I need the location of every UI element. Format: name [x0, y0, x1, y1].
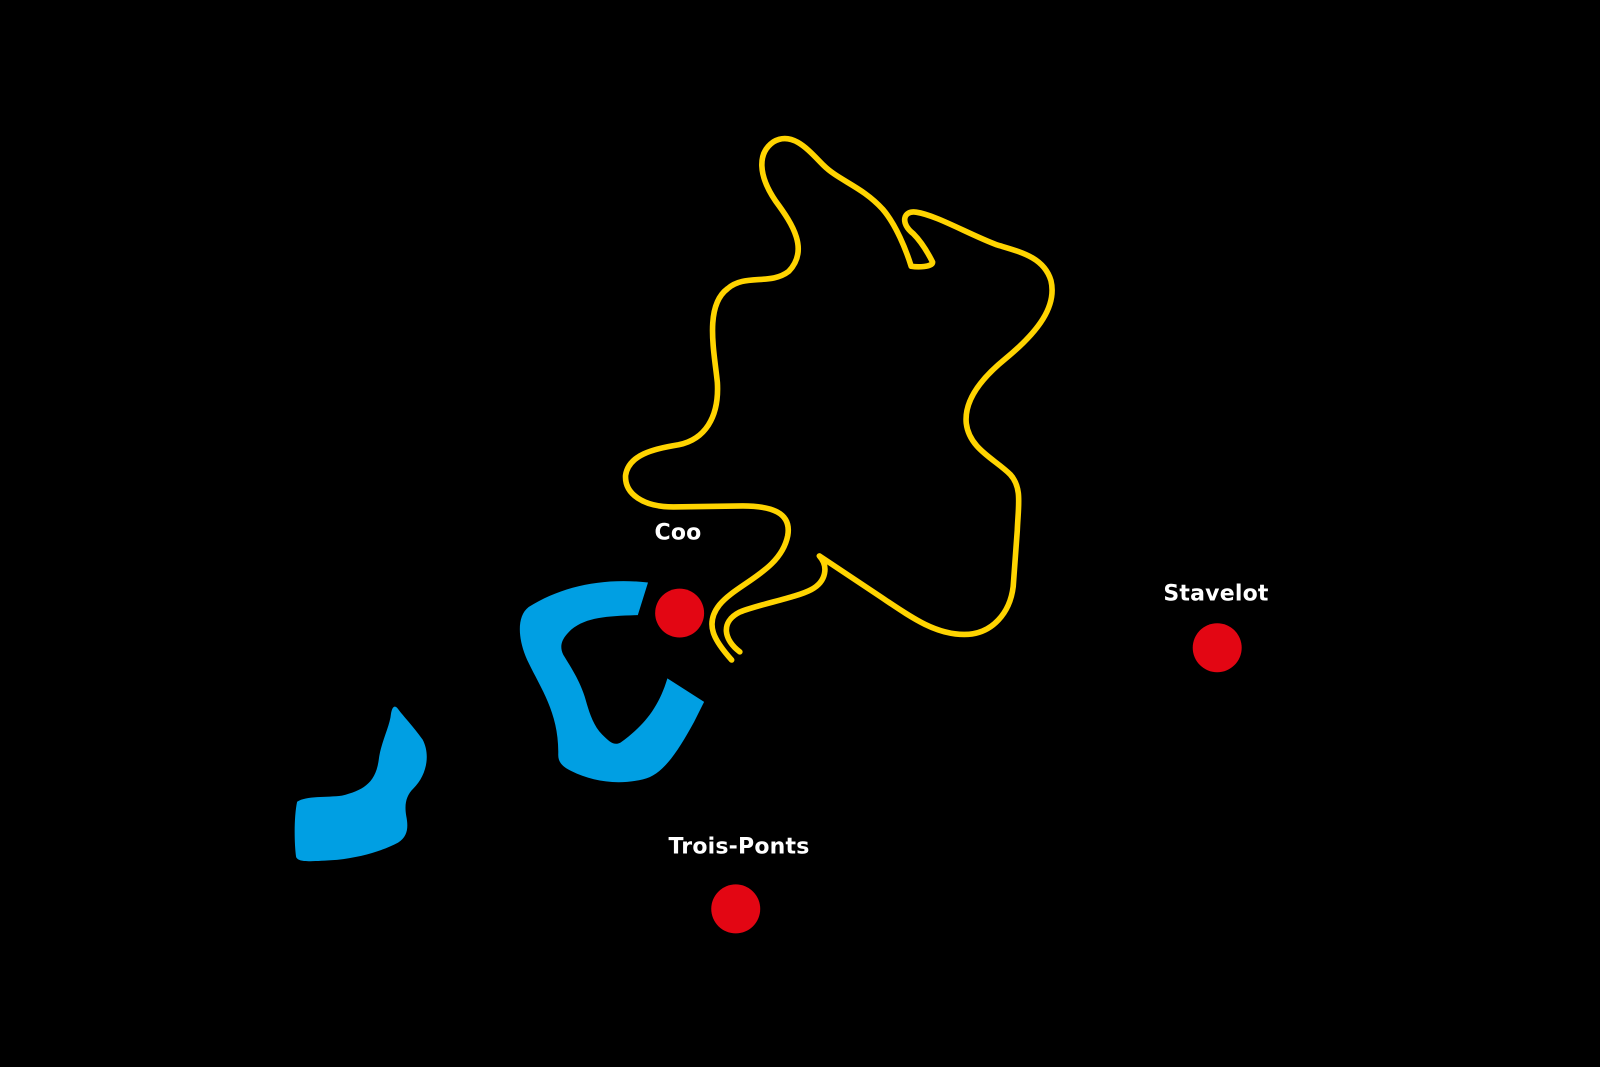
town-label-stavelot: Stavelot: [1163, 581, 1269, 607]
river-section-coo: [519, 581, 705, 783]
river-section-west: [294, 706, 427, 862]
town-label-coo: Coo: [654, 520, 702, 546]
town-marker-trois-ponts[interactable]: [711, 884, 761, 934]
town-marker-coo[interactable]: [655, 588, 705, 638]
route-loop: [622, 135, 1055, 663]
town-marker-stavelot[interactable]: [1192, 623, 1242, 673]
town-label-trois-ponts: Trois-Ponts: [668, 834, 810, 860]
